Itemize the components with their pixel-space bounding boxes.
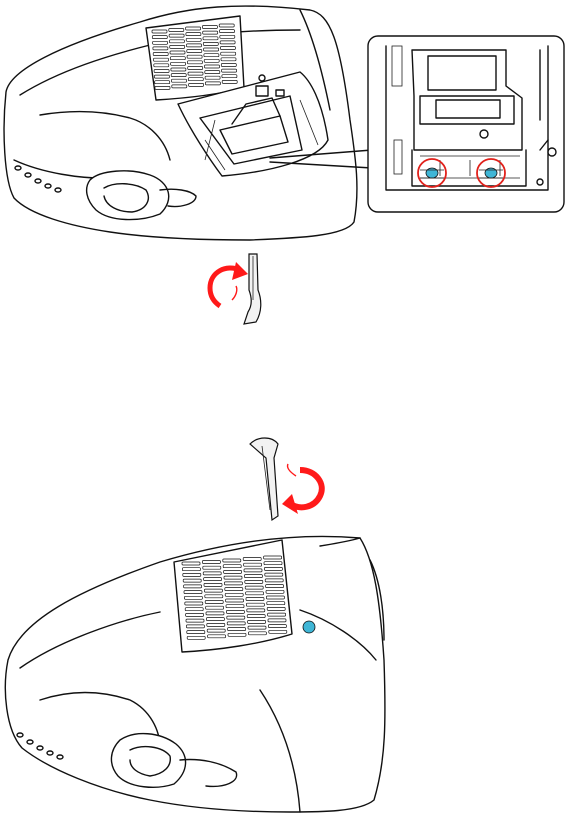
projector-closed [5, 536, 385, 812]
screwdriver-icon [250, 438, 278, 520]
projector-open-lamp-bay [4, 6, 372, 240]
vent-grille [146, 16, 244, 100]
rotate-arrow-icon [210, 262, 248, 306]
screwdriver-icon [244, 254, 261, 324]
rotate-arrow-icon [282, 464, 322, 514]
lamp-cover-screw [303, 621, 315, 633]
lamp-screws-detail [368, 36, 564, 212]
